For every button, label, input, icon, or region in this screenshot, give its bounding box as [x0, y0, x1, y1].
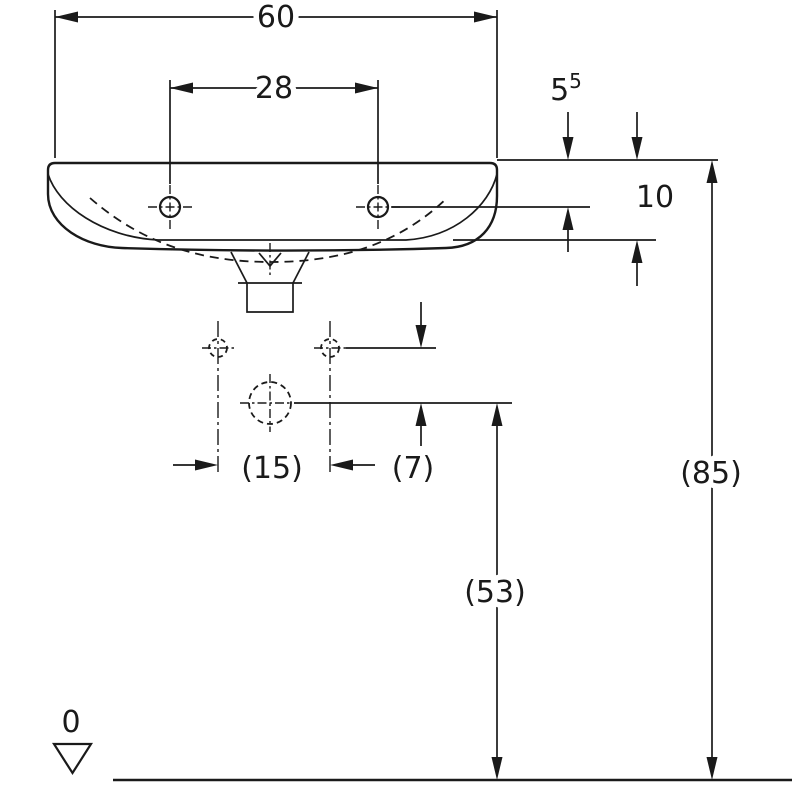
dim-rimdepth-arrow-up	[631, 240, 643, 263]
dim-fixspace-label: (15)	[241, 451, 303, 486]
dim-fixdrain-label: (7)	[392, 451, 435, 486]
extension-lines	[54, 10, 792, 782]
tap-hole-left	[148, 185, 192, 229]
dim-fixdrain-arrow-down	[415, 325, 427, 348]
dimensions: 60 28 55 10 (15)	[51, 0, 747, 780]
dim-tap-spacing: 28	[170, 66, 378, 112]
dim-rimtap-label-main: 5	[550, 73, 569, 108]
dim-drainheight-arrow-up	[491, 403, 503, 426]
dim-rimtap-label: 55	[550, 69, 582, 108]
dim-totalheight-arrow-down	[706, 757, 718, 780]
trap-pipe	[246, 283, 294, 313]
dim-overall-width: 60	[55, 0, 497, 41]
dim-fixdrain-arrow-up	[415, 403, 427, 426]
dim-totalheight-arrow-up	[706, 160, 718, 183]
dim-totalheight-label: (85)	[680, 456, 742, 491]
dim-width-arrow-left	[55, 11, 78, 23]
datum-triangle-icon	[51, 742, 94, 776]
dim-fixing-to-drain: (7)	[386, 302, 440, 492]
dim-drainheight-label: (53)	[464, 575, 526, 610]
dim-tap-arrow-left	[170, 82, 193, 94]
dim-width-label: 60	[257, 0, 295, 35]
dim-width-arrow-right	[474, 11, 497, 23]
dim-rimtap-arrow-up	[562, 207, 574, 230]
dim-fixing-spacing: (15)	[173, 446, 375, 492]
basin-rim-inner-curve	[47, 173, 498, 241]
dim-rimtap-arrow-down	[562, 137, 574, 160]
trap-funnel-left-wall	[230, 251, 248, 284]
dim-fixspace-arrow-right	[195, 459, 218, 471]
dim-rimdepth-arrow-down	[631, 137, 643, 160]
dim-fixspace-arrow-left	[330, 459, 353, 471]
basin-front-view	[46, 161, 499, 313]
datum-label: 0	[61, 705, 80, 740]
dim-tap-label: 28	[255, 71, 293, 106]
dim-rimtap-label-sup: 5	[569, 69, 582, 93]
datum-marker: 0	[51, 700, 94, 776]
trap-funnel-right-wall	[292, 251, 310, 284]
dim-total-height: (85)	[675, 160, 747, 780]
basin-outline	[46, 161, 499, 252]
fixing-holes-projection	[202, 321, 346, 473]
waste-trap	[230, 251, 310, 313]
dim-drain-height: (53)	[459, 403, 531, 780]
dim-rimdepth-label: 10	[636, 180, 674, 215]
dim-drainheight-arrow-down	[491, 757, 503, 780]
dim-rim-depth: 10	[630, 112, 680, 286]
basin-bowl-hidden-curve	[89, 197, 448, 263]
dim-tap-arrow-right	[355, 82, 378, 94]
